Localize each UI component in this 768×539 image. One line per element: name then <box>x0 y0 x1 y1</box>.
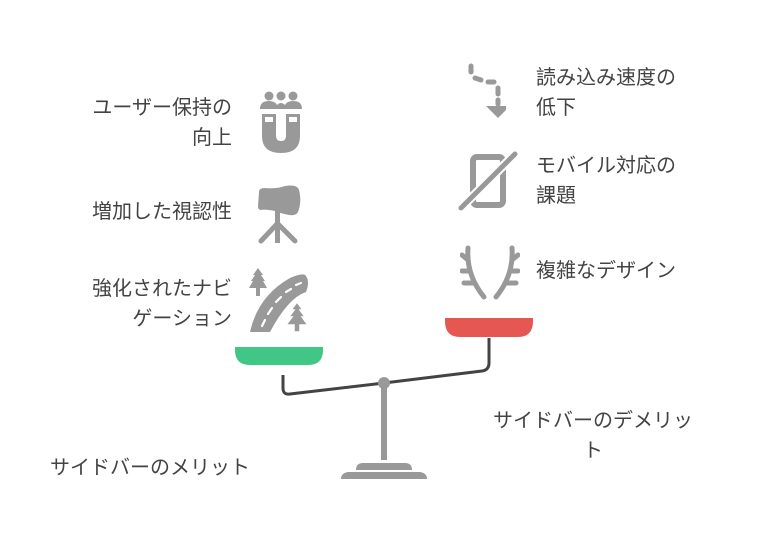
scale-post <box>381 384 387 460</box>
road-trees-icon <box>248 268 314 334</box>
cons-item-mobile: モバイル対応の 課題 <box>536 150 676 210</box>
cons-item-design: 複雑なデザイン <box>536 255 676 285</box>
cons-item-label: モバイル対応の <box>536 153 676 177</box>
pros-pan <box>235 347 323 365</box>
scale-base-bottom <box>341 472 427 479</box>
pros-item-label: ユーザー保持の <box>92 95 232 119</box>
pros-item-label: 増加した視認性 <box>92 199 232 223</box>
pros-item-label: ゲーション <box>132 306 232 330</box>
telescope-icon <box>255 184 305 244</box>
cons-item-label: 低下 <box>536 95 576 119</box>
pros-title: サイドバーのメリット <box>50 455 250 479</box>
cons-item-label: 複雑なデザイン <box>536 258 676 282</box>
pros-item-label: 向上 <box>192 125 232 149</box>
cons-item-label: 読み込み速度の <box>536 65 676 89</box>
scale-pivot <box>378 377 390 389</box>
cons-title-line: サイドバーのデメリッ <box>493 408 693 432</box>
pros-item-visibility: 増加した視認性 <box>40 196 232 226</box>
pros-item-label: 強化されたナビ <box>92 276 232 300</box>
antlers-icon <box>460 245 520 301</box>
cons-pan <box>445 318 533 337</box>
dotted-arrow-down-icon <box>466 62 506 120</box>
cons-item-load-speed: 読み込み速度の 低下 <box>536 62 676 122</box>
scale-base-top <box>356 463 412 470</box>
pros-item-navigation: 強化されたナビ ゲーション <box>40 273 232 333</box>
cons-title: サイドバーのデメリッ ト <box>468 405 718 465</box>
magnet-users-icon <box>258 89 304 155</box>
cons-title-line: ト <box>583 438 603 462</box>
cons-item-label: 課題 <box>536 183 576 207</box>
pros-item-retention: ユーザー保持の 向上 <box>40 92 232 152</box>
mobile-off-icon <box>457 150 519 212</box>
